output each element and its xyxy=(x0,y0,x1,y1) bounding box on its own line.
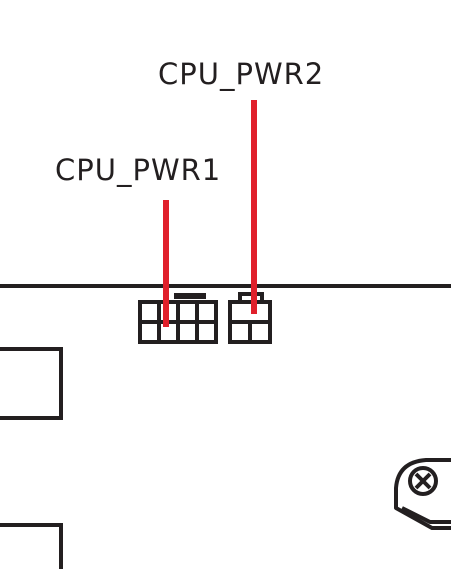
left-component-lower xyxy=(0,523,63,569)
cpu-pwr2-connector xyxy=(228,292,272,344)
screw-standoff-icon xyxy=(394,458,451,530)
cpu-pwr2-label: CPU_PWR2 xyxy=(158,57,325,91)
left-component-upper xyxy=(0,347,63,420)
cpu-pwr1-connector xyxy=(138,293,218,344)
cpu-pwr1-label: CPU_PWR1 xyxy=(55,153,222,187)
